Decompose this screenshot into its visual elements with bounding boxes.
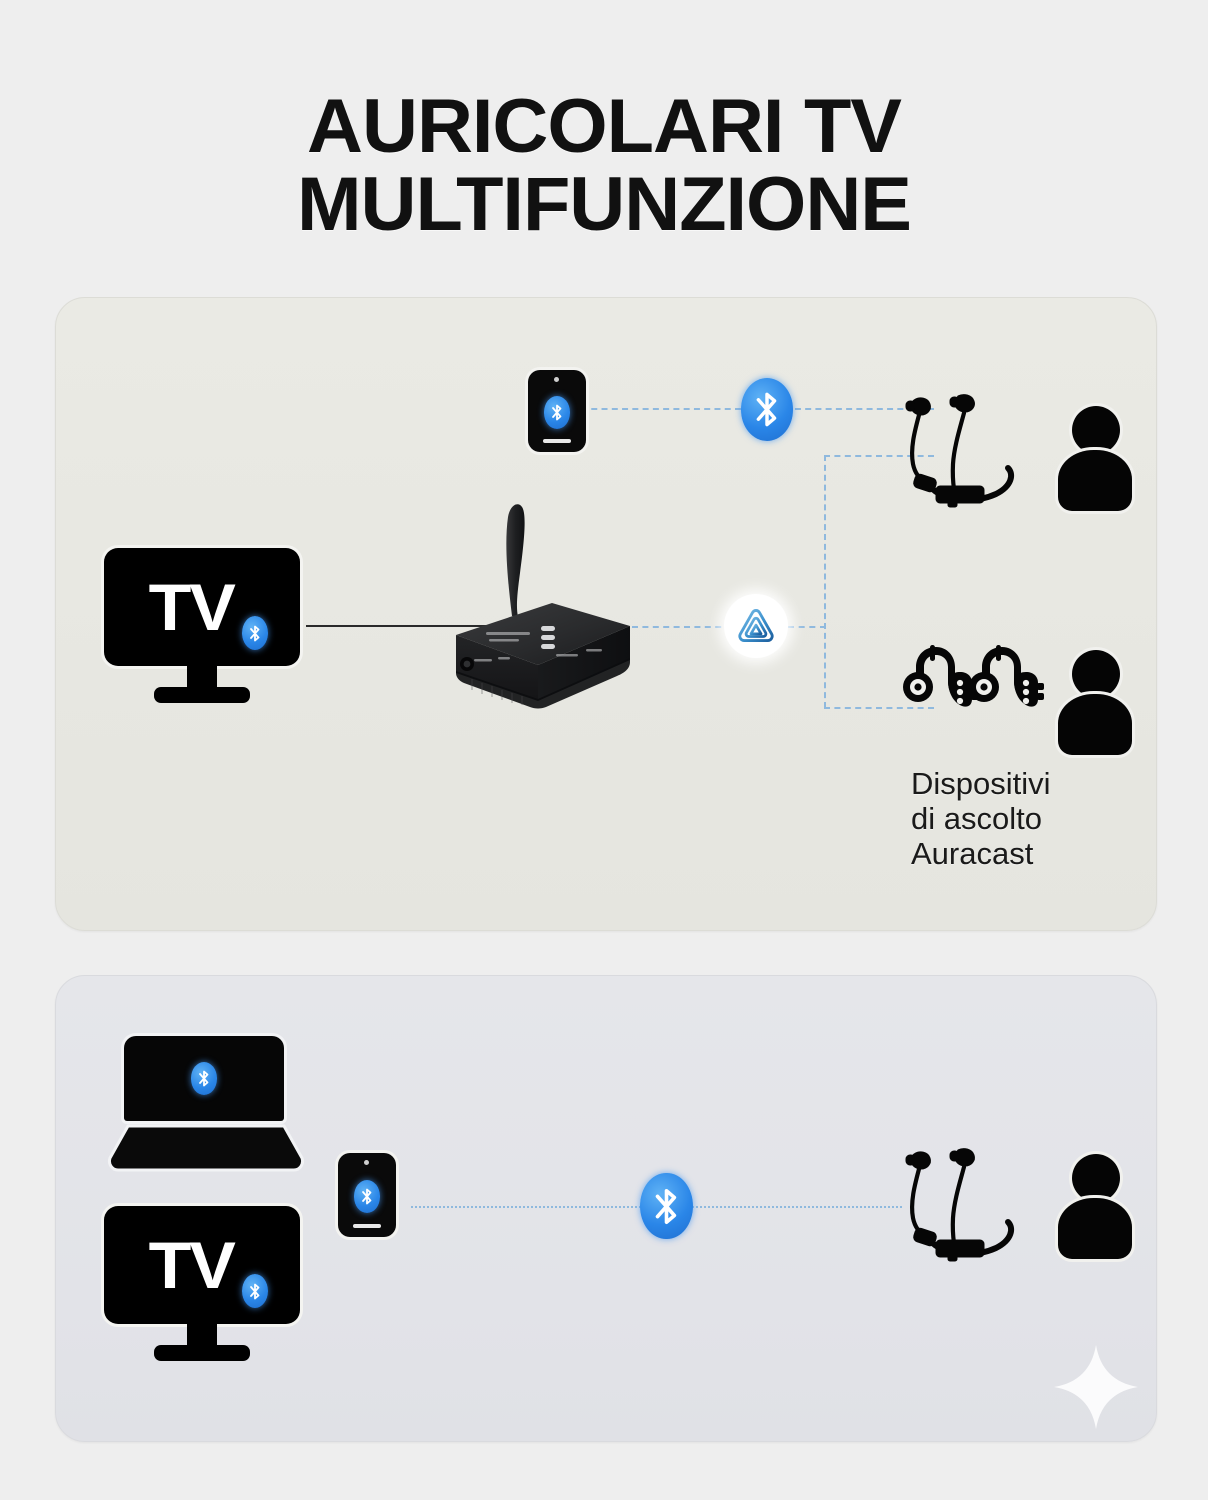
tv-device: TV — [104, 1206, 314, 1361]
connector-bracket-to-hearing-aids — [824, 707, 934, 709]
tv-screen: TV — [104, 1206, 300, 1324]
hearing-aids-icon — [898, 643, 1046, 721]
smartphone-device — [338, 1153, 396, 1237]
sparkle-icon — [1048, 1339, 1144, 1435]
person-silhouette — [1056, 1154, 1134, 1259]
auracast-devices-caption: Dispositivi di ascolto Auracast — [911, 766, 1051, 871]
connector-auracast-to-bracket — [756, 626, 826, 628]
laptop-device — [106, 1036, 316, 1181]
person-head — [1072, 406, 1120, 454]
page-title: AURICOLARI TV MULTIFUNZIONE — [0, 88, 1208, 244]
laptop-base — [108, 1124, 304, 1172]
tv-stand-base — [154, 687, 250, 703]
bluetooth-icon — [741, 378, 793, 441]
phone-camera-dot — [554, 377, 559, 382]
bluetooth-transmitter-device — [434, 483, 644, 718]
bluetooth-icon — [242, 1274, 268, 1308]
person-silhouette — [1056, 406, 1134, 511]
auracast-icon — [724, 594, 788, 658]
auracast-broadcast-panel: TV — [55, 297, 1157, 931]
page-title-line-2: MULTIFUNZIONE — [296, 162, 912, 247]
connector-transmitter-to-auracast — [632, 626, 742, 628]
neckband-earphones-icon — [896, 1146, 1046, 1264]
led-indicators — [541, 626, 555, 649]
bluetooth-icon — [544, 396, 570, 429]
smartphone-device — [528, 370, 586, 452]
connector-phone-to-bluetooth — [581, 408, 741, 410]
bluetooth-icon — [191, 1062, 217, 1095]
bluetooth-icon — [640, 1173, 693, 1239]
connector-bracket-to-earphones — [824, 455, 934, 457]
page-title-line-1: AURICOLARI TV — [307, 84, 902, 169]
connector-bracket-vertical — [824, 455, 826, 708]
bluetooth-icon — [354, 1180, 380, 1213]
person-head — [1072, 650, 1120, 698]
tv-device: TV — [104, 548, 314, 703]
phone-home-indicator — [353, 1224, 381, 1228]
neckband-earphones-icon — [896, 394, 1046, 509]
person-body — [1058, 450, 1132, 511]
tv-screen-label: TV — [148, 570, 235, 644]
tv-screen: TV — [104, 548, 300, 666]
connector-phone-to-bluetooth — [411, 1206, 641, 1208]
laptop-screen — [124, 1036, 284, 1121]
person-body — [1058, 694, 1132, 755]
tv-screen-label: TV — [148, 1228, 235, 1302]
phone-camera-dot — [364, 1160, 369, 1165]
bluetooth-direct-panel: TV — [55, 975, 1157, 1442]
person-head — [1072, 1154, 1120, 1202]
connector-bluetooth-to-earphones — [754, 408, 934, 410]
person-silhouette — [1056, 650, 1134, 755]
bluetooth-icon — [242, 616, 268, 650]
tv-stand-base — [154, 1345, 250, 1361]
person-body — [1058, 1198, 1132, 1259]
connector-tv-to-transmitter — [306, 625, 506, 627]
phone-home-indicator — [543, 439, 571, 443]
connector-bluetooth-to-earphones — [692, 1206, 902, 1208]
